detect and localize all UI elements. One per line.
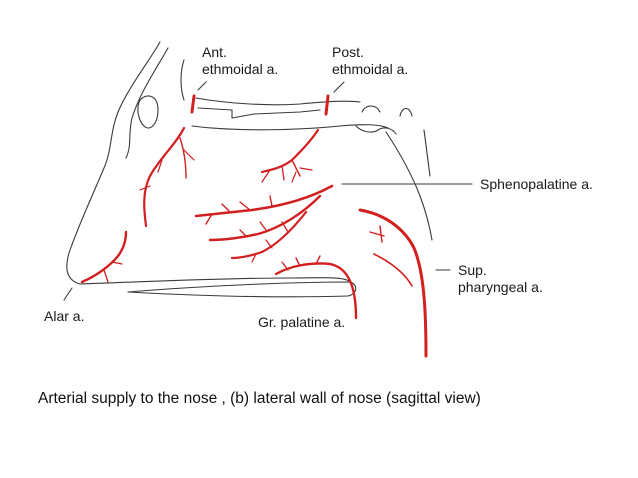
sphenoid-front (385, 131, 433, 241)
label-greater-palatine: Gr. palatine a. (258, 314, 346, 330)
sphenopalatine-artery (194, 184, 334, 218)
label-ant-ethmoidal: Ant. ethmoidal a. (202, 44, 278, 78)
nasal-bone-shape (137, 95, 159, 129)
cribriform-plate-top (195, 97, 361, 106)
ant-ethmoidal-artery-stub (190, 94, 196, 114)
greater-palatine-artery (274, 262, 358, 320)
inferior-contour (79, 277, 351, 285)
label-sphenopalatine: Sphenopalatine a. (480, 176, 593, 192)
label-ant-ethmoidal-line2: ethmoidal a. (202, 61, 279, 77)
palate-upper (127, 281, 357, 297)
figure-caption: Arterial supply to the nose , (b) latera… (38, 390, 481, 407)
label-alar: Alar a. (44, 308, 85, 324)
ant-ethmoidal-artery (143, 126, 186, 228)
label-ant-ethmoidal-line1: Ant. (202, 44, 227, 60)
sphenoid-wall (423, 129, 431, 177)
leader-ant-ethmoidal (197, 81, 207, 91)
roof-small-arch-2 (399, 107, 413, 117)
post-ethmoidal-artery-stub (324, 94, 330, 116)
cribriform-plate-lower (197, 107, 321, 119)
cribriform-plate-bottom (191, 124, 389, 131)
ant-ethmoidal-hook (180, 59, 185, 101)
label-sup-pharyngeal-line1: Sup. (458, 262, 487, 278)
label-post-ethmoidal-line1: Post. (332, 44, 364, 60)
sphenopalatine-lower-branch (230, 210, 308, 260)
arteries (80, 94, 428, 358)
label-post-ethmoidal-line2: ethmoidal a. (332, 61, 409, 77)
nose-inner-contour (125, 47, 169, 159)
sup-pharyngeal-artery (358, 208, 428, 358)
alar-artery (80, 230, 128, 284)
nose-outer-contour (66, 41, 161, 285)
leader-alar (63, 287, 73, 301)
roof-small-arch-1 (361, 105, 381, 113)
palate-lower (127, 291, 349, 298)
label-sup-pharyngeal: Sup. pharyngeal a. (458, 262, 543, 296)
post-ethmoidal-artery (260, 128, 320, 174)
sphenopalatine-middle-branch (208, 194, 322, 242)
leader-post-ethmoidal (333, 81, 345, 93)
nasal-wall-outline (63, 41, 473, 301)
sphenoid-squiggle (355, 125, 397, 135)
label-sup-pharyngeal-line2: pharyngeal a. (458, 279, 543, 295)
label-post-ethmoidal: Post. ethmoidal a. (332, 44, 408, 78)
